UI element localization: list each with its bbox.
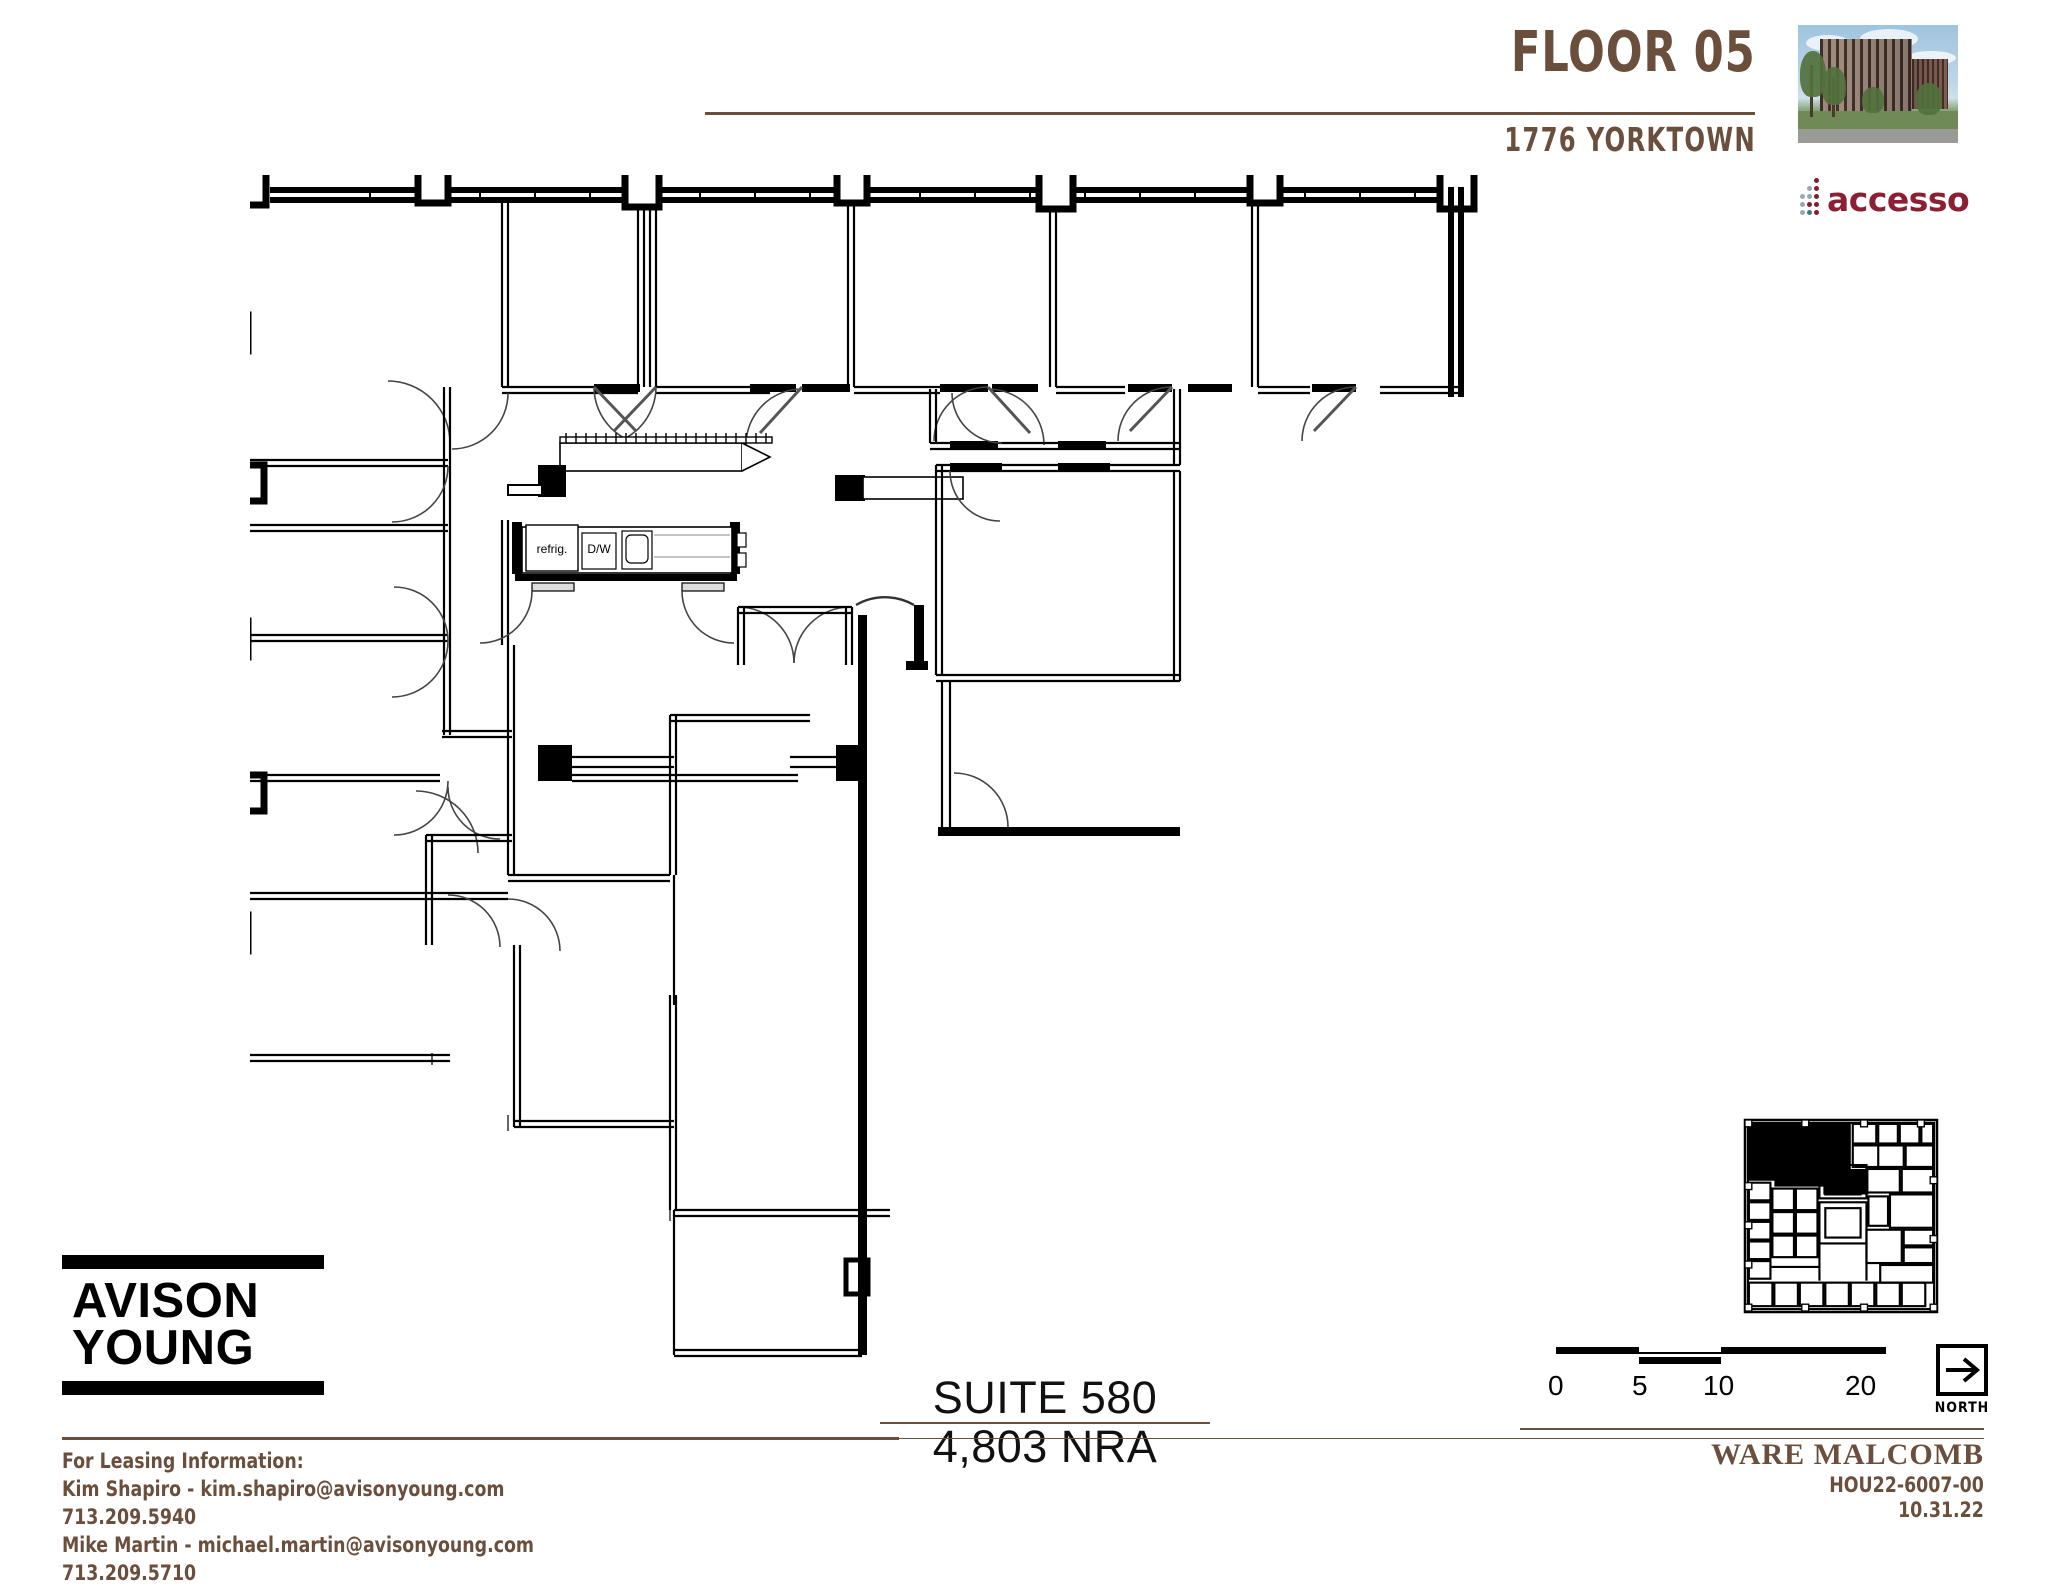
dimension-ticks — [431, 1053, 671, 1221]
suite-area: 4,803 NRA — [932, 1420, 1158, 1472]
leasing-information: For Leasing Information: Kim Shapiro - k… — [62, 1448, 534, 1587]
suite-divider-rule — [880, 1421, 1210, 1424]
scale-label-20: 20 — [1845, 1370, 1877, 1401]
leasing-contact-2-phone[interactable]: 713.209.5710 — [62, 1560, 197, 1585]
avison-young-logo: AVISON YOUNG — [62, 1255, 324, 1396]
interior-partitions-center — [424, 520, 810, 945]
scale-label-5: 5 — [1632, 1370, 1648, 1401]
kitchen-door-swings — [479, 590, 735, 644]
architect-project-number: HOU22-6007-00 — [1829, 1472, 1984, 1497]
logo-wordmark: AVISON YOUNG — [72, 1274, 324, 1376]
scale-label-0: 0 — [1548, 1370, 1564, 1401]
kitchen-millwork — [512, 522, 747, 592]
leasing-divider-rule — [62, 1437, 899, 1440]
building-photo — [1798, 25, 1958, 143]
leasing-contact-1-phone[interactable]: 713.209.5940 — [62, 1504, 197, 1529]
door-jambs-north — [594, 384, 1356, 392]
east-entry-door — [906, 605, 928, 670]
key-plan-thumbnail — [1743, 1118, 1939, 1314]
scale-bar-labels: 0 5 10 20 — [1540, 1370, 1910, 1404]
corridor-demising-wall — [858, 635, 867, 1055]
scale-bar — [1556, 1347, 1886, 1369]
north-label: NORTH — [1934, 1400, 1990, 1416]
accesso-dot-matrix-icon — [1800, 178, 1826, 220]
door-leaves — [592, 385, 1358, 435]
accesso-logo: accesso — [1800, 178, 1970, 222]
building-address: 1776 YORKTOWN — [1504, 120, 1756, 159]
scale-segment-10-20 — [1721, 1347, 1886, 1352]
architect-date: 10.31.22 — [1898, 1498, 1984, 1523]
scale-segment-0-5 — [1556, 1347, 1639, 1352]
column-boxes-west — [250, 311, 268, 955]
architect-block: WARE MALCOMB HOU22-6007-00 10.31.22 — [1711, 1438, 1984, 1524]
exterior-wall-east — [1448, 187, 1464, 397]
logo-line-avison: AVISON — [72, 1274, 260, 1328]
kitchen-dishwasher-label: D/W — [587, 542, 611, 556]
scale-segment-5-10 — [1639, 1357, 1721, 1362]
interior-columns — [538, 745, 866, 781]
suite-number: SUITE 580 — [932, 1372, 1158, 1423]
door-swings — [387, 380, 1357, 450]
logo-line-young: YOUNG — [72, 1321, 255, 1376]
architect-name: WARE MALCOMB — [1711, 1438, 1984, 1471]
east-lower-door-swing — [953, 772, 1009, 828]
architect-divider-rule — [1520, 1428, 1984, 1430]
page-title-floor: FLOOR 05 — [1511, 20, 1756, 85]
east-room-south-wall — [938, 827, 1180, 836]
east-door-jambs — [950, 441, 1110, 471]
leasing-divider-rule-thin — [899, 1438, 1984, 1439]
leasing-contact-2[interactable]: Mike Martin - michael.martin@avisonyoung… — [62, 1532, 535, 1557]
interior-partitions-north — [500, 203, 1464, 395]
center-double-doors — [737, 606, 851, 664]
kitchen-refrigerator-label: refrig. — [537, 542, 568, 556]
key-plan-highlight — [1747, 1122, 1869, 1195]
conference-table-millwork — [507, 433, 773, 497]
scale-label-10: 10 — [1703, 1370, 1735, 1401]
column-boxes-north — [250, 175, 1478, 213]
logo-bar-bottom — [62, 1381, 324, 1396]
south-partitions — [672, 1055, 864, 1358]
corridor-walls — [512, 875, 890, 1218]
east-door-swings — [949, 392, 1003, 522]
leasing-heading: For Leasing Information: — [62, 1449, 304, 1473]
suite-identification: SUITE 580 4,803 NRA — [880, 1375, 1210, 1470]
right-millwork — [835, 475, 964, 501]
leasing-contact-1[interactable]: Kim Shapiro - kim.shapiro@avisonyoung.co… — [62, 1476, 505, 1501]
floor-plan-drawing: refrig. D/W — [250, 175, 1478, 1358]
accesso-wordmark: accesso — [1827, 180, 1970, 219]
north-arrow-icon — [1936, 1344, 1988, 1396]
logo-bar-top — [62, 1255, 324, 1269]
interior-partitions-west — [250, 387, 508, 1063]
header-divider-rule — [705, 112, 1755, 115]
interior-partitions-east — [928, 389, 1182, 683]
